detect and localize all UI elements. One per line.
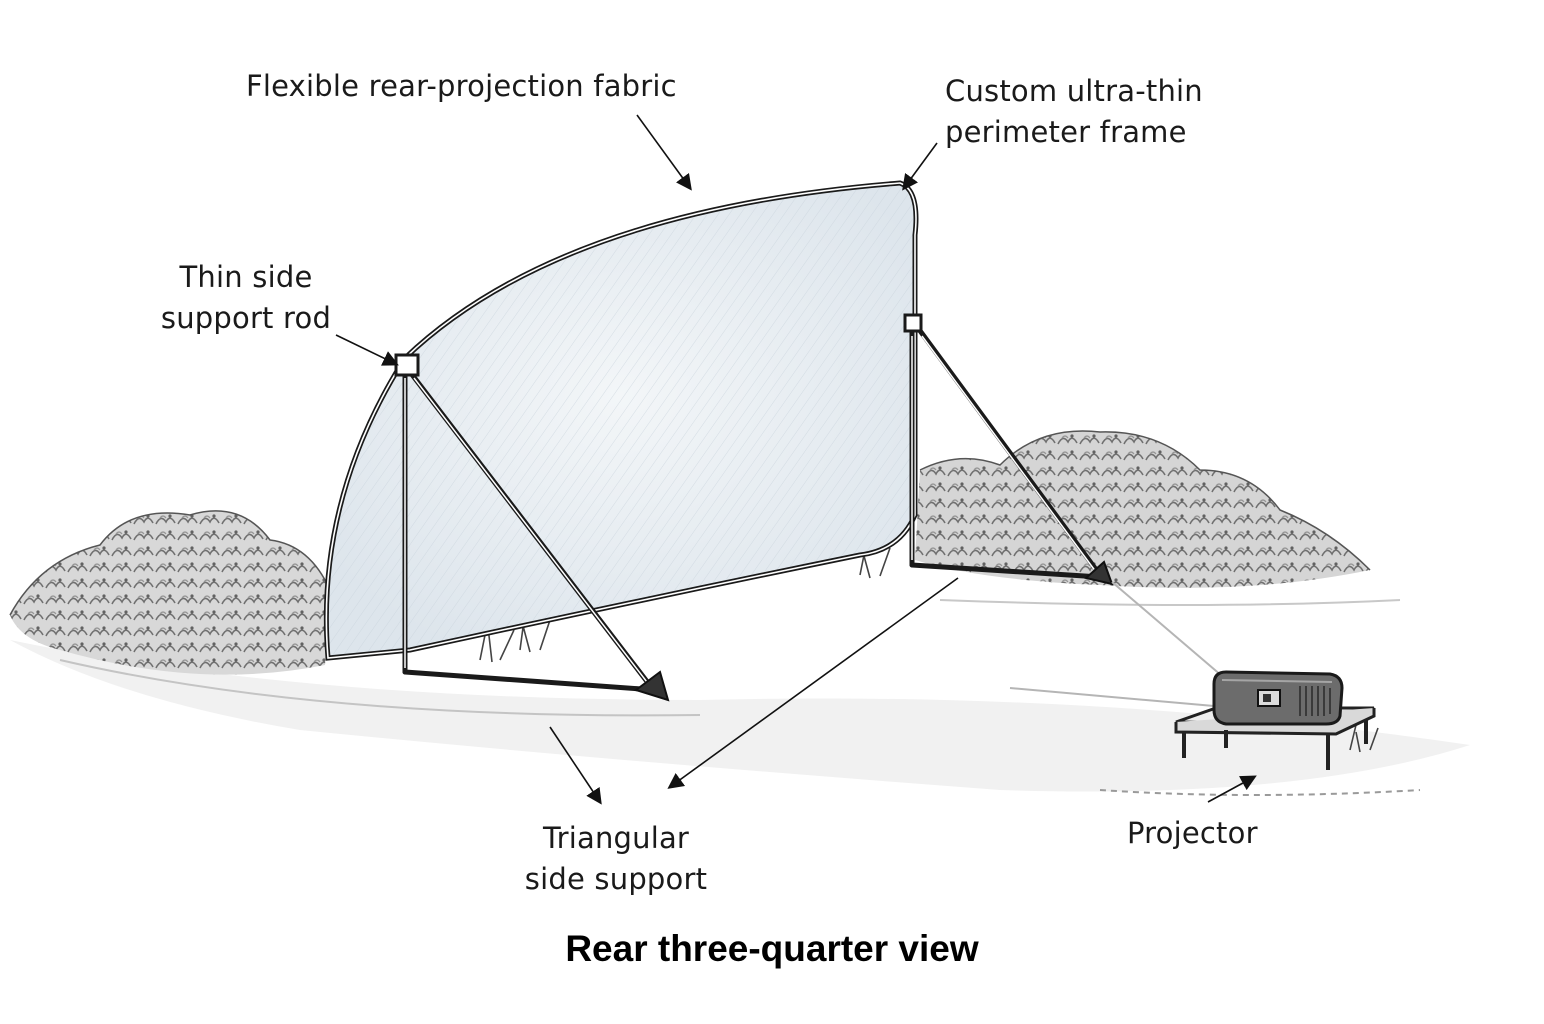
right-support-highlights <box>911 335 1097 573</box>
arrow-fabric <box>636 114 692 191</box>
label-triangular-line-2: side support <box>524 862 708 896</box>
arrow-frame <box>902 142 938 191</box>
ground <box>10 599 1470 796</box>
projection-screen <box>323 180 919 661</box>
label-side-rod: Thin side support rod <box>156 257 336 339</box>
arrow-triangular-left <box>549 726 602 805</box>
right-ground-stake <box>1083 560 1114 586</box>
arrow-projector <box>1207 775 1257 803</box>
projection-beam <box>1009 581 1223 707</box>
view-caption: Rear three-quarter view <box>565 928 979 969</box>
projector <box>1174 670 1376 770</box>
label-triangular: Triangular side support <box>516 818 716 900</box>
callout-arrows <box>335 114 1257 805</box>
arrow-triangular-right <box>667 577 959 789</box>
arrow-side-rod <box>335 334 399 366</box>
label-fabric: Flexible rear-projection fabric <box>246 66 677 107</box>
label-frame-line-2: perimeter frame <box>945 115 1187 149</box>
label-projector: Projector <box>1127 813 1258 854</box>
label-frame: Custom ultra-thin perimeter frame <box>945 71 1203 153</box>
left-ground-stake <box>633 670 670 702</box>
label-side-rod-line-1: Thin side <box>179 260 313 294</box>
foliage-right <box>915 430 1371 588</box>
label-triangular-line-1: Triangular <box>542 821 690 855</box>
left-support-highlights <box>404 377 651 687</box>
label-projector-line: Projector <box>1127 816 1258 850</box>
foliage-left <box>9 510 331 675</box>
label-frame-line-1: Custom ultra-thin <box>945 74 1203 108</box>
projector-vent <box>1299 686 1331 716</box>
label-fabric-line: Flexible rear-projection fabric <box>246 69 677 103</box>
label-side-rod-line-2: support rod <box>160 301 332 335</box>
